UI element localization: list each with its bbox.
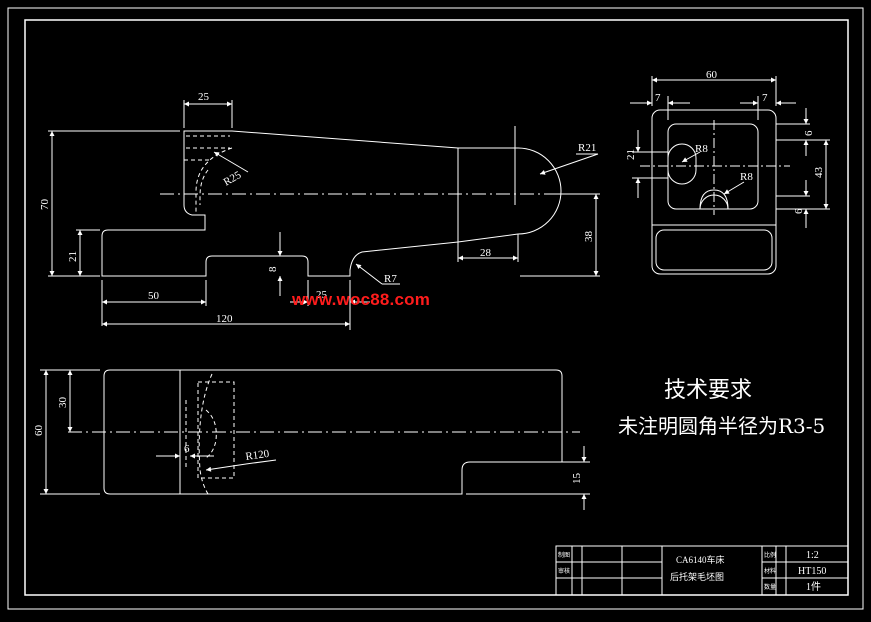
side-r8-left — [667, 143, 697, 185]
dim-plan-small: 6 — [184, 443, 190, 455]
title-quantity-label: 数量 — [764, 583, 776, 591]
dim-front-height: 70 — [39, 199, 51, 211]
dim-side-bottom-wall: 6 — [793, 208, 805, 214]
title-block-frame — [555, 545, 849, 596]
title-row1-label: 制图 — [558, 551, 570, 559]
dim-plan-half: 30 — [57, 397, 69, 409]
leader-r21 — [539, 153, 599, 175]
title-material: HT150 — [798, 566, 826, 577]
plan-view — [40, 369, 590, 510]
dim-side-top-wall: 6 — [803, 130, 815, 136]
side-outline — [651, 109, 777, 275]
dim-plan-step: 15 — [571, 473, 583, 485]
title-row2-label: 审核 — [558, 567, 570, 575]
front-hidden-lines — [184, 135, 230, 161]
dim-front-offset-50: 50 — [148, 290, 160, 302]
leader-r25 — [213, 151, 249, 173]
dim-plan-height: 60 — [33, 425, 45, 437]
dim-side-inner-height: 43 — [813, 167, 825, 179]
front-hidden-arc — [195, 147, 233, 215]
dim-side-slot-height: 21 — [625, 149, 637, 160]
dim-front-left-step: 21 — [67, 251, 79, 262]
title-part-name-1: CA6140车床 — [676, 554, 725, 565]
title-part-name-2: 后托架毛坯图 — [670, 571, 724, 582]
title-quantity: 1件 — [806, 581, 821, 593]
dim-side-r8-b: R8 — [740, 171, 753, 183]
watermark-text: www.woc88.com — [292, 290, 431, 309]
title-material-label: 材料 — [764, 567, 776, 575]
plan-r120-arc — [198, 373, 213, 495]
plan-outline — [103, 369, 563, 495]
outer-border — [7, 7, 864, 610]
dim-front-slot-depth: 8 — [267, 266, 279, 272]
dim-side-right-margin: 7 — [762, 92, 768, 104]
front-outline — [101, 130, 562, 277]
dim-front-tip-width: 28 — [480, 247, 492, 259]
dim-plan-r120: R120 — [245, 448, 271, 463]
dim-front-top-width: 25 — [198, 91, 210, 103]
inner-border — [24, 19, 849, 596]
dim-side-left-margin: 7 — [655, 92, 661, 104]
dim-front-right-height: 38 — [583, 231, 595, 243]
title-scale: 1:2 — [806, 550, 819, 561]
dim-front-length-120: 120 — [216, 313, 233, 325]
dim-side-width: 60 — [706, 69, 718, 81]
dim-side-r8-a: R8 — [695, 143, 708, 155]
title-scale-label: 比例 — [764, 551, 776, 559]
requirements-note: 未注明圆角半径为R3-5 — [618, 414, 826, 438]
dim-front-r25: R25 — [222, 169, 244, 189]
side-view — [630, 76, 830, 275]
front-view — [48, 100, 600, 330]
dim-front-r7: R7 — [384, 273, 397, 285]
dim-front-r21: R21 — [578, 142, 596, 154]
leader-r7 — [355, 263, 383, 285]
title-block — [555, 545, 849, 596]
requirements-title: 技术要求 — [664, 378, 753, 403]
dim-front-slot-width: 25 — [316, 289, 328, 301]
